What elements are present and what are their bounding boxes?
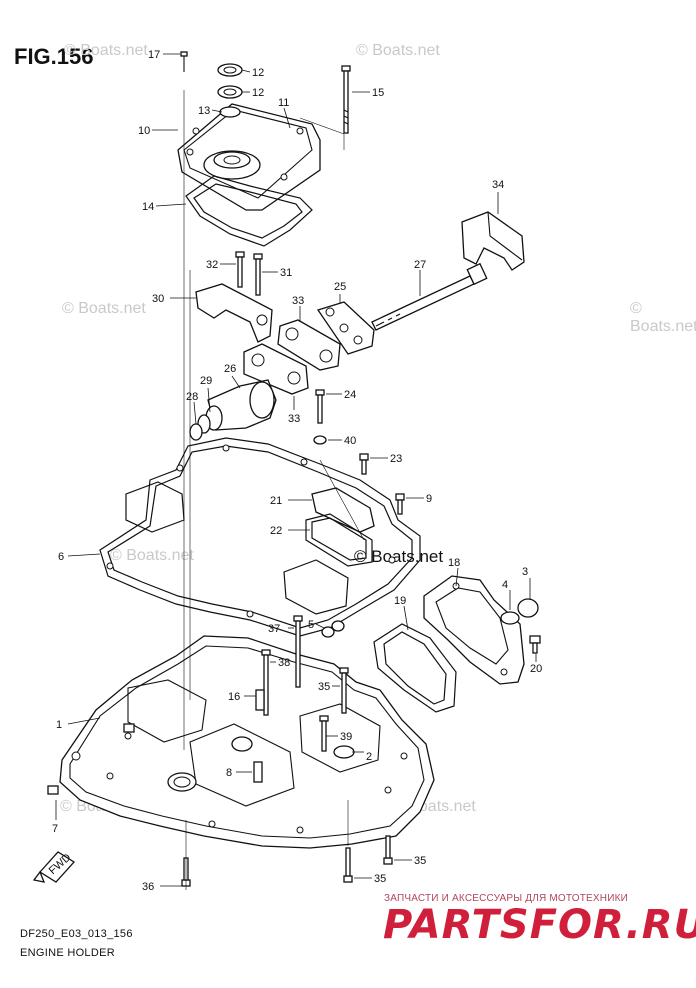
callout-9: 9: [426, 493, 432, 505]
callout-32: 32: [206, 259, 218, 271]
callout-14: 14: [142, 201, 154, 213]
figure-title: FIG.156: [14, 44, 94, 69]
callout-3: 3: [522, 566, 528, 578]
bolt-15: [341, 65, 351, 134]
callout-10: 10: [138, 125, 150, 137]
callouts: 17 12 12 13 11 10 14 15 34 32 31 30 33: [52, 49, 542, 893]
callout-25: 25: [334, 281, 346, 293]
engine-holder-1: [59, 635, 435, 849]
callout-35b: 35: [414, 855, 426, 867]
callout-12: 12: [252, 67, 264, 79]
callout-4: 4: [502, 579, 508, 591]
callout-31: 31: [280, 267, 292, 279]
callout-13: 13: [198, 105, 210, 117]
callout-37: 37: [268, 623, 280, 635]
callout-36: 36: [142, 881, 154, 893]
fwd-arrow-icon: FWD: [32, 851, 76, 883]
callout-1: 1: [56, 719, 62, 731]
diagram-caption: ENGINE HOLDER: [20, 947, 115, 959]
callout-28: 28: [186, 391, 198, 403]
callout-39: 39: [340, 731, 352, 743]
callout-23: 23: [390, 453, 402, 465]
callout-33: 33: [292, 295, 304, 307]
callout-40: 40: [344, 435, 356, 447]
bolt-17: [180, 51, 188, 72]
callout-35: 35: [318, 681, 330, 693]
callout-16: 16: [228, 691, 240, 703]
cover-assembly: [177, 63, 321, 247]
watermark: © Boats.net: [356, 42, 440, 59]
callout-17: 17: [148, 49, 160, 61]
spacers: [243, 301, 375, 395]
callout-15: 15: [372, 87, 384, 99]
callout-18: 18: [448, 557, 460, 569]
mount-26: [189, 379, 277, 441]
callout-35c: 35: [374, 873, 386, 885]
bracket-34: [461, 211, 525, 271]
watermark: © Boats.net: [62, 300, 146, 317]
callout-21: 21: [270, 495, 282, 507]
callout-7: 7: [52, 823, 58, 835]
plate-21: [305, 487, 375, 567]
watermark: © Boats.net: [354, 547, 444, 566]
callout-27: 27: [414, 259, 426, 271]
callout-30: 30: [152, 293, 164, 305]
callout-5: 5: [308, 619, 314, 631]
shaft-27: [371, 262, 488, 331]
bracket-30: [195, 251, 273, 343]
watermark: © Boats.net: [110, 547, 194, 564]
ad-tagline: ЗАПЧАСТИ И АКСЕССУАРЫ ДЛЯ МОТОТЕХНИКИ: [384, 893, 629, 904]
callout-8: 8: [226, 767, 232, 779]
holder-bolts: [47, 615, 393, 887]
callout-20: 20: [530, 663, 542, 675]
callout-22: 22: [270, 525, 282, 537]
callout-29: 29: [200, 375, 212, 387]
callout-19: 19: [394, 595, 406, 607]
assembly-lines: [183, 90, 365, 890]
callout-6: 6: [58, 551, 64, 563]
side-cover-18: [373, 575, 541, 713]
callout-34: 34: [492, 179, 504, 191]
drawing-code: DF250_E03_013_156: [20, 928, 133, 940]
callout-33b: 33: [288, 413, 300, 425]
watermark: © Boats.net: [630, 300, 696, 335]
callout-12b: 12: [252, 87, 264, 99]
watermark: © Boats.net: [64, 42, 148, 59]
callout-11: 11: [278, 97, 289, 109]
callout-38: 38: [278, 657, 290, 669]
ad-brand-logo[interactable]: PARTSFOR.RU: [383, 902, 696, 948]
gasket-6: [99, 437, 421, 637]
callout-2: 2: [366, 751, 372, 763]
small-fasteners: [313, 389, 405, 515]
callout-24: 24: [344, 389, 356, 401]
callout-26: 26: [224, 363, 236, 375]
